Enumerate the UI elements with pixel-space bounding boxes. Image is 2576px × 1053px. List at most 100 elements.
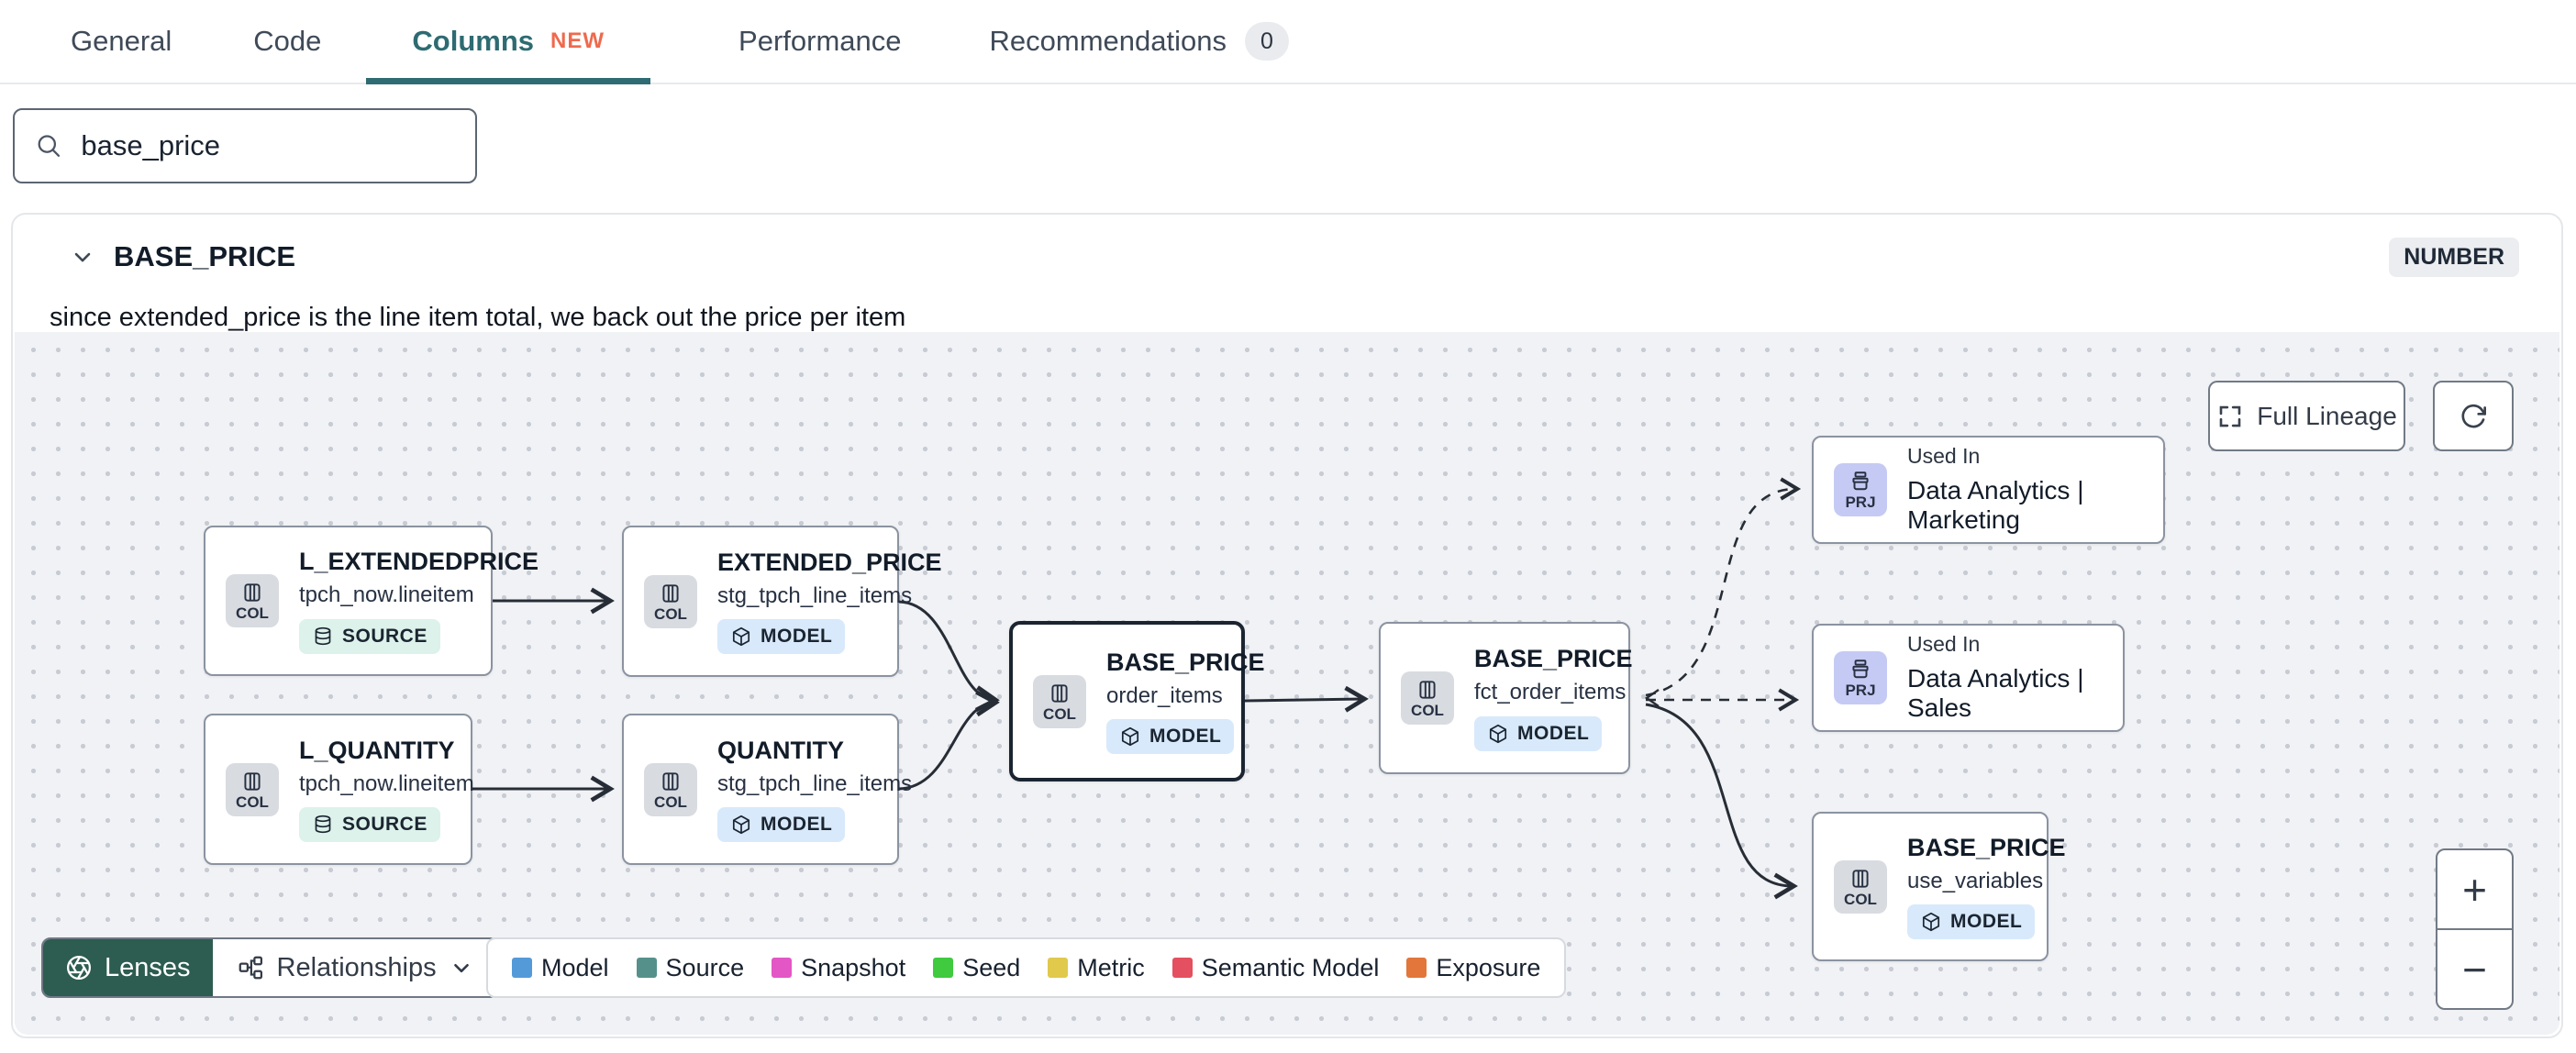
lineage-node-base-price-order-items[interactable]: COL BASE_PRICE order_items MODEL [1009, 621, 1265, 781]
col-chip: COL [226, 574, 279, 627]
node-subtitle: stg_tpch_line_items [717, 582, 913, 608]
tab-recommendations[interactable]: Recommendations 0 [990, 0, 1289, 83]
col-chip: COL [1401, 671, 1454, 725]
legend-swatch [933, 958, 954, 978]
legend-swatch [636, 958, 657, 978]
hierarchy-icon [239, 956, 262, 980]
legend-swatch [1048, 958, 1069, 978]
col-chip: COL [1033, 674, 1086, 728]
relationships-dropdown[interactable]: Relationships [213, 939, 497, 996]
col-chip: COL [644, 574, 697, 628]
node-title: EXTENDED_PRICE [717, 548, 942, 576]
columns-icon [244, 771, 261, 791]
lineage-node-l-quantity[interactable]: COL L_QUANTITY tpch_now.lineitem SOURCE [204, 714, 474, 865]
project-icon [1852, 471, 1869, 491]
node-subtitle: tpch_now.lineitem [299, 582, 474, 608]
columns-icon [662, 771, 679, 791]
columns-icon [244, 583, 261, 602]
column-panel: BASE_PRICE NUMBER since extended_price i… [11, 213, 2563, 1038]
column-search [13, 108, 477, 183]
node-subtitle: use_variables [1907, 868, 2044, 893]
lineage-node-base-price-use-variables[interactable]: COL BASE_PRICE use_variables MODEL [1812, 812, 2066, 961]
aperture-icon [67, 956, 91, 980]
column-type-badge: NUMBER [2389, 237, 2519, 277]
lineage-node-quantity[interactable]: COL QUANTITY stg_tpch_line_items MODEL [622, 714, 912, 865]
node-type-badge: SOURCE [299, 618, 440, 654]
node-subtitle: fct_order_items [1474, 680, 1627, 705]
columns-icon [1852, 869, 1869, 888]
used-in-kicker: Used In [1907, 631, 1981, 656]
legend-item: Seed [933, 954, 1020, 982]
node-subtitle: tpch_now.lineitem [299, 770, 474, 796]
columns-icon [662, 583, 679, 603]
node-title: BASE_PRICE [1907, 833, 2066, 861]
node-title: L_QUANTITY [299, 736, 455, 764]
node-title: BASE_PRICE [1474, 645, 1633, 673]
expand-icon [2219, 405, 2241, 427]
node-type-legend: Model Source Snapshot Seed Metric Semant… [486, 937, 1567, 998]
lineage-node-l-extendedprice[interactable]: COL L_EXTENDEDPRICE tpch_now.lineitem SO… [204, 526, 539, 676]
new-badge: NEW [550, 28, 605, 53]
lineage-node-base-price-fct-order-items[interactable]: COL BASE_PRICE fct_order_items MODEL [1379, 622, 1633, 774]
database-icon [315, 815, 331, 834]
column-title: BASE_PRICE [114, 240, 296, 272]
chevron-down-icon [453, 963, 469, 973]
legend-item: Snapshot [772, 954, 905, 982]
legend-item: Model [512, 954, 609, 982]
node-type-badge: SOURCE [299, 807, 440, 843]
legend-item: Semantic Model [1171, 954, 1379, 982]
legend-item: Source [636, 954, 744, 982]
recommendations-count-badge: 0 [1244, 22, 1289, 61]
legend-item: Exposure [1406, 954, 1540, 982]
lineage-node-extended-price[interactable]: COL EXTENDED_PRICE stg_tpch_line_items M… [622, 526, 942, 677]
legend-swatch [772, 958, 793, 978]
legend-swatch [512, 958, 532, 978]
columns-icon [1419, 681, 1436, 699]
prj-chip: PRJ [1834, 651, 1887, 704]
full-lineage-button[interactable]: Full Lineage [2208, 381, 2405, 451]
zoom-in-button[interactable]: + [2437, 850, 2512, 930]
lineage-node-used-in-sales[interactable]: PRJ Used In Data Analytics | Sales [1812, 624, 2125, 732]
cube-icon [1489, 724, 1507, 743]
legend-swatch [1171, 958, 1193, 978]
node-subtitle: stg_tpch_line_items [717, 770, 913, 796]
legend-swatch [1406, 958, 1427, 978]
lineage-canvas[interactable]: COL L_EXTENDEDPRICE tpch_now.lineitem SO… [15, 332, 2559, 1035]
lineage-edges [472, 477, 1802, 900]
cube-icon [732, 815, 750, 835]
tab-columns[interactable]: Columns NEW [366, 0, 650, 84]
cube-icon [1922, 913, 1940, 932]
search-input[interactable] [79, 128, 455, 163]
node-title: Data Analytics | Sales [1907, 663, 2084, 723]
col-chip: COL [1834, 859, 1887, 914]
collapse-chevron-icon[interactable] [64, 238, 101, 275]
node-type-badge: MODEL [717, 619, 846, 655]
zoom-out-button[interactable]: − [2462, 945, 2487, 993]
columns-icon [1051, 683, 1068, 703]
node-type-badge: MODEL [1907, 904, 2036, 940]
project-icon [1852, 660, 1869, 679]
lenses-button[interactable]: Lenses [43, 939, 213, 996]
refresh-icon [2461, 404, 2486, 427]
node-title: QUANTITY [717, 736, 844, 764]
node-title: L_EXTENDEDPRICE [299, 548, 539, 576]
cube-icon [1121, 727, 1139, 747]
column-description: since extended_price is the line item to… [50, 303, 906, 332]
refresh-button[interactable] [2433, 381, 2514, 451]
legend-item: Metric [1048, 954, 1145, 982]
lineage-node-used-in-marketing[interactable]: PRJ Used In Data Analytics | Marketing [1812, 436, 2165, 544]
col-chip: COL [644, 762, 697, 816]
tab-bar: General Code Columns NEW Performance Rec… [0, 0, 2576, 84]
cube-icon [732, 627, 750, 647]
prj-chip: PRJ [1834, 463, 1887, 516]
tab-code[interactable]: Code [253, 25, 322, 57]
used-in-kicker: Used In [1907, 443, 1981, 468]
col-chip: COL [226, 762, 279, 816]
node-subtitle: order_items [1106, 682, 1223, 708]
column-panel-header: BASE_PRICE NUMBER [13, 229, 2561, 284]
node-title: Data Analytics | Marketing [1907, 475, 2084, 535]
search-icon [38, 135, 61, 157]
tab-performance[interactable]: Performance [738, 25, 902, 57]
tab-general[interactable]: General [71, 25, 172, 57]
